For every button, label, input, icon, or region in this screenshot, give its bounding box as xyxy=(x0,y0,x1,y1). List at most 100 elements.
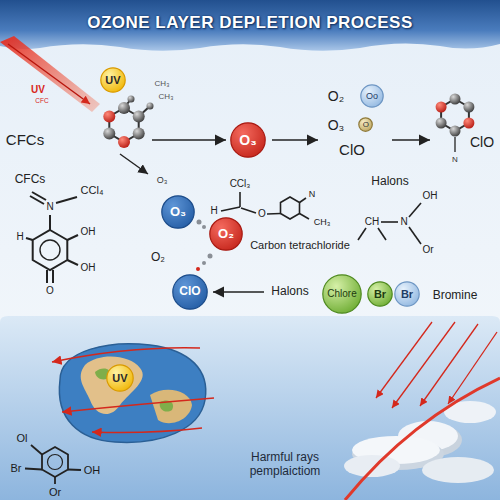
bond-ring xyxy=(281,197,300,219)
oxygen-atom: O xyxy=(358,117,373,132)
circle-shape xyxy=(361,85,383,107)
atom-label: OH xyxy=(81,226,96,238)
uv-ray xyxy=(376,322,432,398)
node-text-block: ClO xyxy=(179,285,200,299)
atom-label: Ol xyxy=(17,432,28,445)
chlorine-monoxide: ClO xyxy=(172,274,208,310)
atom-label: O xyxy=(46,285,54,297)
bond xyxy=(378,228,386,240)
circle-shape xyxy=(359,118,372,131)
node-text-block: Oo xyxy=(366,91,378,101)
formula-label: CH₃ xyxy=(155,79,170,88)
reaction-arrow xyxy=(152,139,226,141)
caption-text: Harmful rays pemplaictiom xyxy=(235,451,335,479)
atom-label: Or xyxy=(49,486,61,499)
chlorine-atom: Chlore xyxy=(322,274,362,314)
ocean xyxy=(59,344,205,443)
uv-beam xyxy=(0,36,100,112)
bond xyxy=(381,221,398,223)
dot xyxy=(202,225,206,229)
node-label: Oo xyxy=(366,91,378,101)
bond xyxy=(31,445,42,455)
atom-label: OH xyxy=(423,190,438,202)
uv-sun: UV xyxy=(100,67,126,93)
node-label: O xyxy=(363,120,369,129)
node-label: UV xyxy=(112,372,127,385)
formula-label: O₃ xyxy=(328,117,345,133)
atom xyxy=(450,126,461,137)
bond xyxy=(25,469,42,470)
clo-molecule xyxy=(436,94,475,153)
reaction-arrow xyxy=(272,139,318,141)
title-banner xyxy=(0,0,500,51)
atom-label: N xyxy=(452,155,458,164)
uv-ray xyxy=(8,44,90,104)
dot xyxy=(196,267,200,271)
atom xyxy=(147,103,154,110)
uv-label: UV xyxy=(31,84,45,96)
cfc-molecule xyxy=(103,96,153,149)
compound-label: Carbon tetrachloride xyxy=(250,239,350,252)
reaction-dots xyxy=(196,220,213,272)
circle-shape xyxy=(101,68,125,92)
cloud xyxy=(422,457,494,483)
node-label: Br xyxy=(401,288,413,301)
atom-label: Or xyxy=(422,244,433,256)
reaction-arrow xyxy=(120,154,148,174)
diagram-title: OZONE LAYER DEPLETION PROCESS xyxy=(0,13,500,33)
uv-ray xyxy=(448,332,497,404)
uv-ray xyxy=(420,324,478,406)
oxygen-molecule: O₂ xyxy=(209,217,243,251)
formula-label: ClO xyxy=(470,134,494,150)
uv-rays-earth xyxy=(52,348,214,433)
bond-ring xyxy=(33,230,68,270)
cloud xyxy=(344,455,400,477)
reaction-arrow xyxy=(392,139,430,141)
aromatic-ring xyxy=(48,455,63,470)
structure-middle xyxy=(221,192,309,219)
bond xyxy=(49,215,51,230)
bond-ring xyxy=(42,447,68,477)
atom xyxy=(118,136,130,148)
uv-ray xyxy=(392,322,455,408)
uv-ray xyxy=(62,398,214,412)
structure-left xyxy=(26,192,78,283)
circle-shape xyxy=(107,365,133,391)
atom xyxy=(133,128,145,140)
continent xyxy=(150,390,192,423)
atom-label: CH xyxy=(365,216,379,228)
compound-label: Bromine xyxy=(433,289,478,303)
bond xyxy=(221,207,240,211)
atom xyxy=(103,111,115,123)
node-label: Chlore xyxy=(327,288,356,300)
atom xyxy=(436,102,447,113)
atom-label: N xyxy=(46,201,53,213)
structure-right xyxy=(358,203,421,244)
node-label: O₂ xyxy=(218,227,234,242)
bond xyxy=(267,213,281,215)
bond xyxy=(300,214,310,220)
circle-shape xyxy=(395,282,419,306)
ozone-molecule: O₃ xyxy=(230,122,266,158)
node-text-block: O₃ xyxy=(170,205,186,220)
atom xyxy=(463,118,474,129)
compound-label: CFCs xyxy=(6,131,44,148)
reaction-arrow xyxy=(213,291,264,293)
formula-label: CH₃ xyxy=(159,92,174,101)
ozone-layer-arc xyxy=(345,378,500,500)
bond xyxy=(300,198,307,203)
formula-label: ClO xyxy=(339,141,365,158)
node-label: O₃ xyxy=(170,205,186,220)
bromine-atom: Br xyxy=(367,281,393,307)
formula-label: CH₃ xyxy=(314,217,331,227)
circle-shape xyxy=(231,123,265,157)
circle-shape xyxy=(210,218,242,250)
atom xyxy=(450,94,461,105)
dot xyxy=(197,220,202,225)
node-text-block: Chlore xyxy=(327,288,356,300)
formula-label: CFC xyxy=(35,97,48,104)
clouds xyxy=(344,401,496,483)
bond xyxy=(56,197,77,203)
node-label: ClO xyxy=(179,285,200,299)
